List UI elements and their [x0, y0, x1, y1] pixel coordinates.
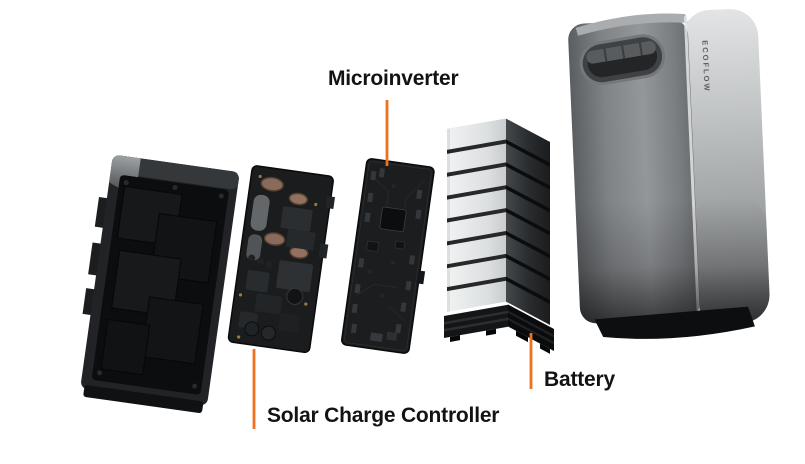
rear-enclosure-graphic [81, 155, 239, 414]
assembled-unit-graphic: ECOFLOW [568, 9, 770, 339]
label-solar-charge-controller: Solar Charge Controller [267, 404, 500, 427]
label-microinverter: Microinverter [328, 67, 459, 90]
solar-charge-controller-graphic [227, 165, 336, 354]
microinverter-graphic [341, 158, 435, 354]
battery-stack-graphic [444, 118, 554, 354]
ecoflow-logo: ECOFLOW [700, 40, 711, 93]
label-battery: Battery [544, 368, 615, 391]
